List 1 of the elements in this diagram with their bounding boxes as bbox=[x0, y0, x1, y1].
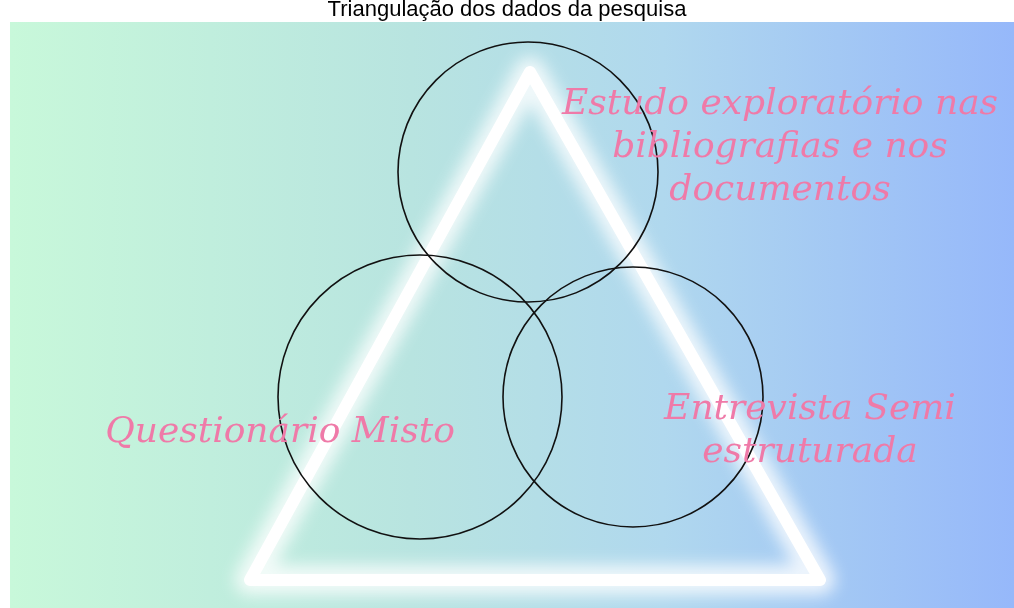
figure-title: Triangulação dos dados da pesquisa bbox=[326, 0, 688, 22]
